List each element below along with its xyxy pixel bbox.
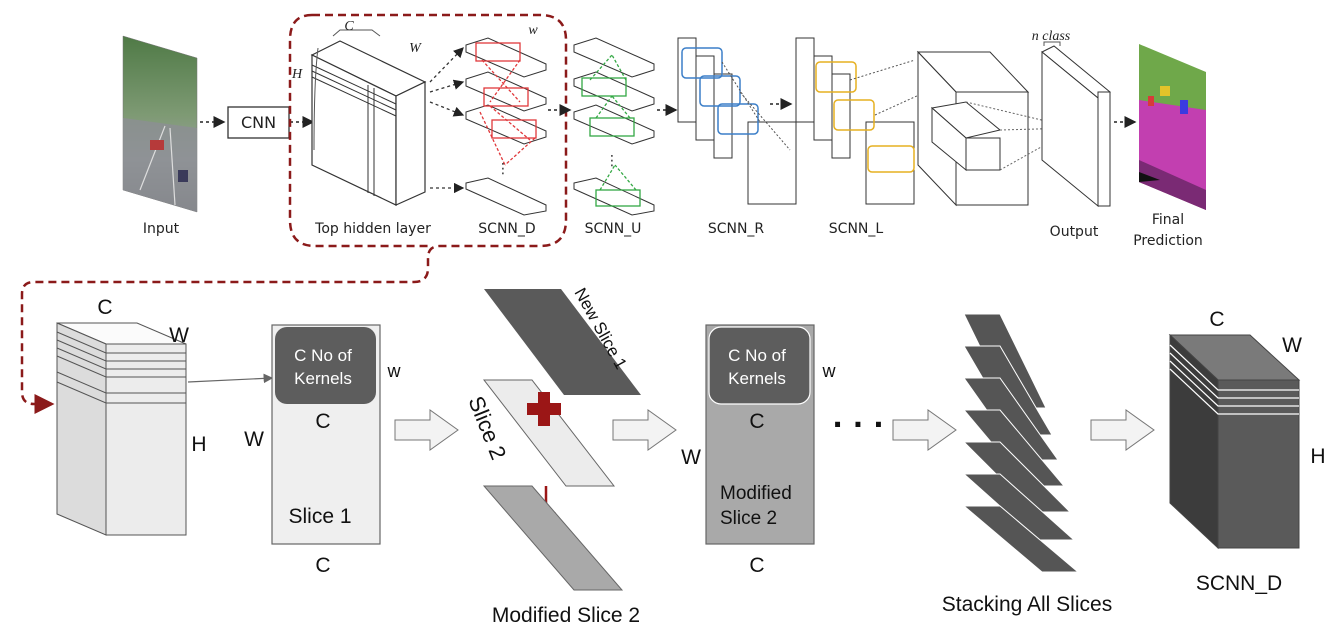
top-hidden-layer-label: Top hidden layer bbox=[314, 221, 431, 237]
scnn-d-dim-w: w bbox=[528, 23, 538, 38]
mod-kernels-line1: C No of bbox=[728, 346, 786, 365]
output-plane bbox=[1041, 41, 1111, 208]
mod-c-below: C bbox=[749, 554, 764, 577]
hidden-dim-c: C bbox=[344, 19, 354, 34]
slice1-name: Slice 1 bbox=[288, 505, 351, 528]
slice1-kernels-box bbox=[275, 327, 376, 404]
out-cube-c: C bbox=[1209, 308, 1224, 331]
stacking-label: Stacking All Slices bbox=[942, 593, 1112, 616]
slice1-c-below: C bbox=[315, 554, 330, 577]
final-prediction-image bbox=[1139, 44, 1206, 210]
mod-w-left: W bbox=[681, 446, 701, 469]
modified-slice2-label: Modified Slice 2 bbox=[492, 604, 640, 627]
mod-kernels-line2: Kernels bbox=[728, 369, 786, 388]
bottom-cube-h: H bbox=[191, 433, 206, 456]
scnn-d-label: SCNN_D bbox=[478, 221, 535, 237]
slice1-w-left: W bbox=[244, 428, 264, 451]
slice2-plane bbox=[482, 379, 616, 487]
slice1-w-small: w bbox=[387, 361, 402, 381]
mod-w-small: w bbox=[822, 361, 837, 381]
input-image bbox=[122, 35, 198, 213]
n-class-label: n class bbox=[1032, 29, 1071, 44]
block-arrow-4 bbox=[1090, 409, 1155, 451]
cnn-label: CNN bbox=[241, 113, 276, 132]
output-label: Output bbox=[1050, 224, 1099, 240]
combined-cube bbox=[916, 50, 1076, 207]
top-hidden-layer-cube bbox=[310, 29, 427, 206]
hidden-dim-h: H bbox=[291, 67, 303, 82]
scnn-r-label: SCNN_R bbox=[708, 221, 765, 237]
highlight-dashed-path bbox=[20, 13, 568, 414]
scnn-l-label: SCNN_L bbox=[829, 221, 884, 237]
slice1-c-inner: C bbox=[315, 410, 330, 433]
ellipsis: · · · bbox=[832, 408, 883, 441]
scnn-r-slices bbox=[677, 37, 797, 205]
input-label: Input bbox=[143, 221, 180, 237]
scnn-d-slices: ⋮ bbox=[465, 37, 547, 216]
final-prediction-line1: Final bbox=[1152, 212, 1184, 228]
block-arrow-1 bbox=[394, 409, 459, 451]
scnn-l-slices bbox=[795, 37, 931, 205]
mod-name-line1: Modified bbox=[720, 483, 792, 504]
svg-text:⋮: ⋮ bbox=[605, 153, 619, 169]
highlight-dashed-left bbox=[288, 13, 428, 248]
out-cube-name: SCNN_D bbox=[1196, 572, 1282, 595]
block-arrow-3 bbox=[892, 409, 957, 451]
scnn-u-slices: ⋮ bbox=[573, 37, 655, 216]
bottom-cube-c: C bbox=[97, 296, 112, 319]
mod-name-line2: Slice 2 bbox=[720, 508, 777, 529]
out-cube-w: W bbox=[1282, 334, 1302, 357]
cnn-box bbox=[227, 106, 290, 139]
modified-slice2-plane bbox=[482, 485, 624, 591]
mod-kernels-box bbox=[708, 326, 811, 405]
final-prediction-line2: Prediction bbox=[1133, 233, 1203, 249]
plus-icon bbox=[527, 392, 561, 426]
bottom-cube-w: W bbox=[169, 324, 189, 347]
arrows-hidden-to-scnn-d bbox=[429, 47, 465, 194]
stacked-slices bbox=[962, 313, 1080, 573]
hidden-dim-w: W bbox=[409, 41, 422, 56]
out-cube-h: H bbox=[1310, 445, 1325, 468]
svg-text:⋮: ⋮ bbox=[496, 161, 510, 177]
new-slice1-plane bbox=[484, 289, 641, 395]
bottom-input-cube bbox=[56, 322, 187, 536]
mod-c-inner: C bbox=[749, 410, 764, 433]
slice1-kernels-line2: Kernels bbox=[294, 369, 352, 388]
slice1-kernels-line1: C No of bbox=[294, 346, 352, 365]
scnn-u-label: SCNN_U bbox=[585, 221, 642, 237]
output-cube bbox=[1168, 333, 1301, 550]
block-arrow-2 bbox=[612, 409, 677, 451]
arrow-cube-slice1 bbox=[187, 373, 274, 384]
